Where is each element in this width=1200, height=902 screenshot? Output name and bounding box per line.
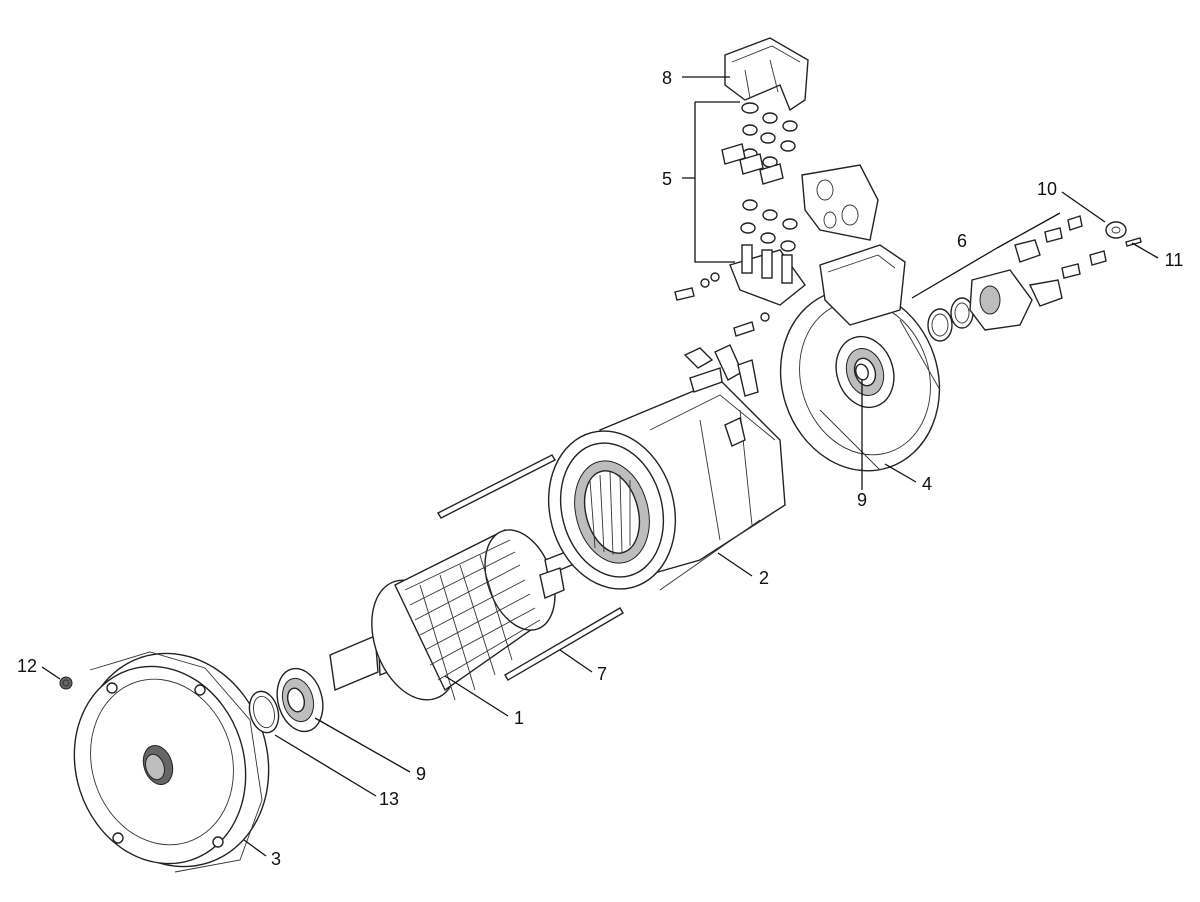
part-pin-11: [1125, 237, 1142, 247]
callout-13: 13: [379, 789, 399, 809]
part-bearing-left: [276, 667, 324, 733]
callout-3: 3: [271, 849, 281, 869]
callout-12: 12: [17, 656, 37, 676]
callout-2: 2: [759, 568, 769, 588]
part-end-cover-rear: [73, 651, 270, 873]
part-o-ring-13: [248, 690, 280, 734]
part-end-shield-front: [779, 244, 941, 472]
part-terminal-cover: [724, 37, 809, 112]
callout-labels: 8 5 6 10 11 9 4 2 7 1 9 13 3 12: [17, 68, 1183, 869]
leader-lines: [41, 76, 1159, 857]
part-rotor: [329, 529, 613, 701]
callout-6: 6: [957, 231, 967, 251]
part-tie-rods: [437, 454, 624, 681]
part-screw-12: [59, 676, 73, 690]
callout-5: 5: [662, 169, 672, 189]
part-terminal-block: [674, 102, 879, 337]
part-nut-10: [1105, 221, 1127, 239]
callout-9-left: 9: [416, 764, 426, 784]
callout-9-right: 9: [857, 490, 867, 510]
callout-7: 7: [597, 664, 607, 684]
callout-10: 10: [1037, 179, 1057, 199]
callout-11: 11: [1165, 250, 1184, 270]
part-sensor-assembly: [927, 215, 1107, 342]
callout-1: 1: [514, 708, 524, 728]
callout-8: 8: [662, 68, 672, 88]
part-stator: [547, 344, 786, 591]
callout-4: 4: [922, 474, 932, 494]
part-bearing-right: [855, 363, 869, 381]
